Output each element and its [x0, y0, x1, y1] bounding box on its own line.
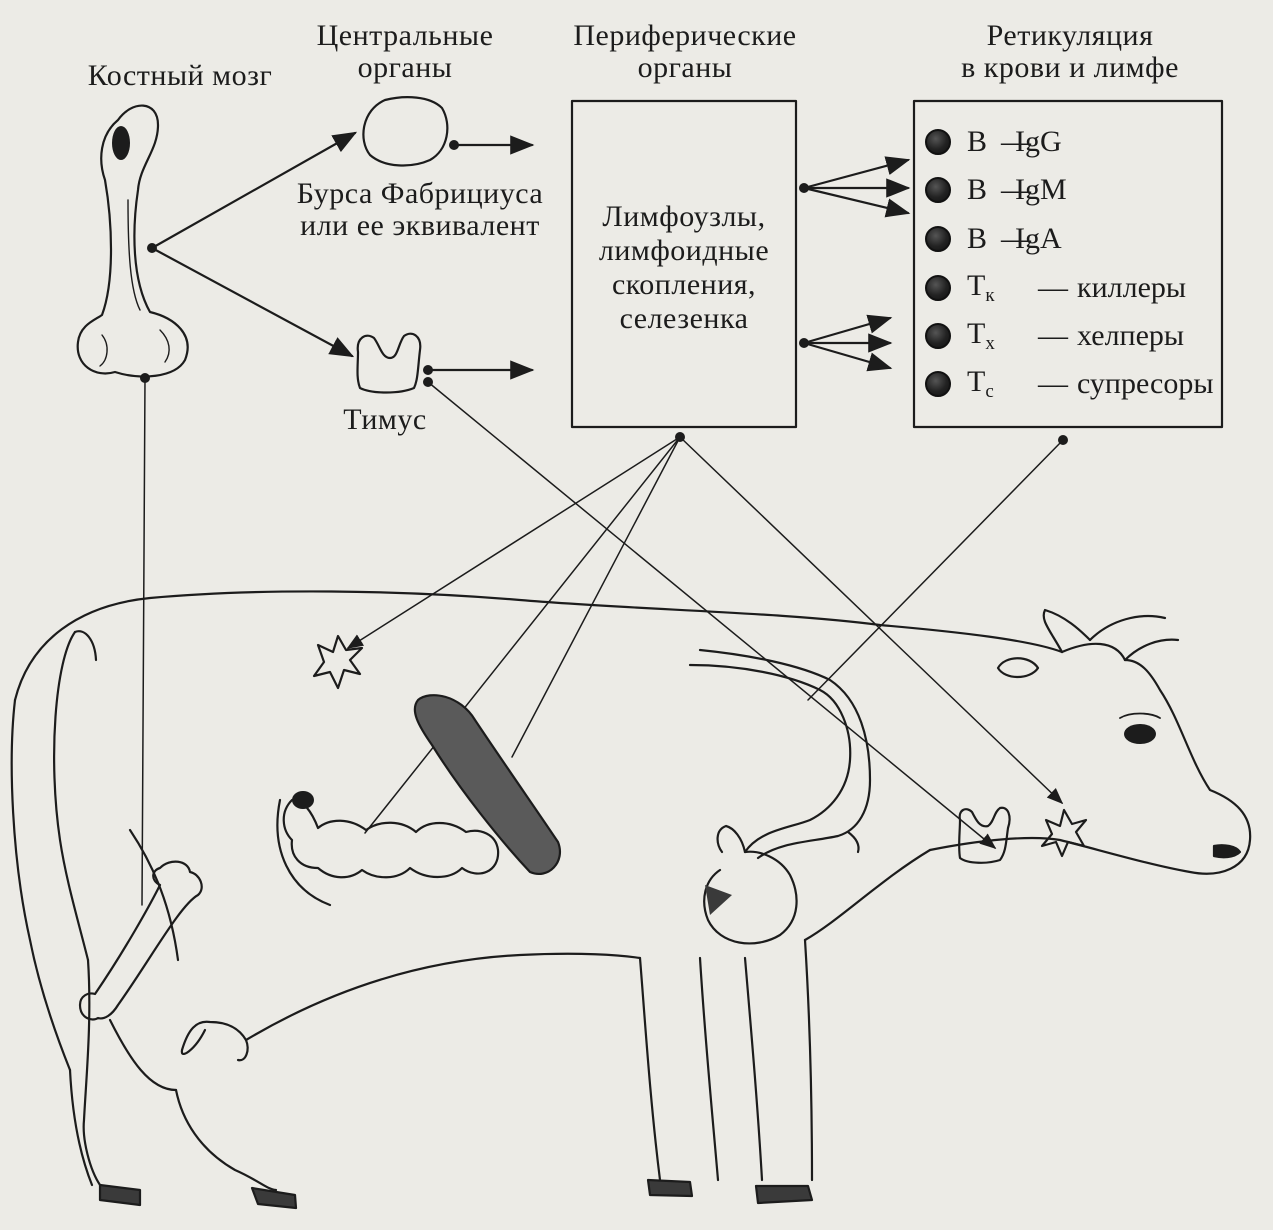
bone-marrow-label: Костный мозг: [87, 59, 273, 92]
cow-body-outline: [10, 590, 1252, 1210]
cell-type-row: B —IgA: [925, 217, 1062, 261]
cell-type-row: Tк — киллеры: [925, 266, 1186, 310]
cell-type-dash: —: [1038, 319, 1068, 352]
cell-type-description: хелперы: [1077, 319, 1185, 352]
intestine-spot: [292, 791, 314, 809]
bursa-organ: [362, 96, 449, 167]
cow-leg-bone: [78, 860, 203, 1021]
cow-nostril: [1212, 844, 1242, 859]
cow-lymph-node-neck: [1040, 808, 1088, 858]
bone-marrow-bone-icon: [76, 104, 189, 378]
bone-marrow-spot: [112, 126, 130, 160]
cell-type-letter: B: [967, 125, 988, 158]
central-organs-line2: органы: [357, 51, 453, 84]
cell-type-description: IgA: [1015, 222, 1062, 255]
bursa-label-line2: или ее эквивалент: [300, 209, 540, 242]
cell-type-subscript: к: [985, 285, 995, 306]
cell-icon: [925, 177, 951, 203]
cell-type-row: Tх — хелперы: [925, 314, 1184, 358]
recirculation-line2: в крови и лимфе: [961, 51, 1179, 84]
recirculation-heading: Ретикуляция в крови и лимфе: [925, 20, 1215, 84]
cell-type-letter: B: [967, 173, 988, 206]
cell-type-row: B —IgM: [925, 168, 1067, 212]
cell-type-description: IgM: [1015, 173, 1067, 206]
cell-type-name: B: [967, 173, 1001, 207]
arrows-peripheral-to-t-cells: [802, 314, 893, 372]
recirculation-box: [912, 99, 1224, 429]
cell-type-name: Tк: [967, 269, 1029, 307]
thymus-organ: [356, 332, 422, 394]
cell-type-name: B: [967, 125, 1001, 159]
cell-icon: [925, 129, 951, 155]
thymus-label: Тимус: [343, 403, 427, 436]
bursa-label: Бурса Фабрициуса или ее эквивалент: [270, 178, 570, 242]
cell-type-subscript: х: [985, 333, 995, 354]
cell-type-row: B —IgG: [925, 120, 1062, 164]
cell-icon: [925, 275, 951, 301]
cell-type-name: Tх: [967, 317, 1029, 355]
peripheral-organs-heading: Периферические органы: [545, 20, 825, 84]
cell-icon: [925, 226, 951, 252]
peripheral-organs-line2: органы: [637, 51, 733, 84]
central-organs-line1: Центральные: [316, 19, 494, 52]
cell-type-description: IgG: [1015, 125, 1062, 158]
arrow-marrow-to-thymus: [150, 246, 355, 358]
peripheral-box-text: Лимфоузлы, лимфоидные скопления, селезен…: [574, 200, 794, 336]
cell-type-letter: T: [967, 269, 986, 302]
peripheral-organs-box: [570, 99, 798, 429]
cell-type-dash: —: [1001, 222, 1031, 255]
peripheral-box-line1: Лимфоузлы,: [602, 200, 766, 233]
central-organs-heading: Центральные органы: [290, 20, 520, 84]
cell-type-description: киллеры: [1077, 271, 1187, 304]
arrows-peripheral-to-b-cells: [802, 156, 911, 218]
cell-type-dash: —: [1001, 173, 1031, 206]
cell-type-description: супресоры: [1077, 367, 1214, 400]
cell-type-row: Tс — супресоры: [925, 362, 1214, 406]
cow-heart: [688, 648, 872, 945]
cow-thymus: [958, 806, 1011, 864]
cell-type-subscript: с: [985, 381, 994, 402]
cell-type-name: Tс: [967, 365, 1029, 403]
cell-icon: [925, 371, 951, 397]
peripheral-box-line4: селезенка: [619, 302, 749, 335]
cell-type-name: B: [967, 222, 1001, 256]
cell-type-dash: —: [1038, 271, 1068, 304]
cell-type-letter: B: [967, 222, 988, 255]
cow-lymph-node-back: [312, 634, 364, 690]
peripheral-organs-line1: Периферические: [573, 19, 797, 52]
peripheral-box-line3: скопления,: [611, 268, 757, 301]
cell-type-letter: T: [967, 365, 986, 398]
leader-lines: [141, 377, 1064, 906]
cow-intestine: [282, 798, 500, 879]
connection-dots: [140, 140, 1068, 445]
cell-type-dash: —: [1001, 125, 1031, 158]
peripheral-box-line2: лимфоидные: [598, 234, 770, 267]
cell-type-letter: T: [967, 317, 986, 350]
cell-type-dash: —: [1038, 367, 1068, 400]
cow-eye: [1124, 724, 1156, 744]
cow-spleen: [413, 694, 561, 875]
recirculation-line1: Ретикуляция: [986, 19, 1154, 52]
arrow-marrow-to-bursa: [150, 131, 358, 250]
bursa-label-line1: Бурса Фабрициуса: [296, 177, 544, 210]
cell-icon: [925, 323, 951, 349]
